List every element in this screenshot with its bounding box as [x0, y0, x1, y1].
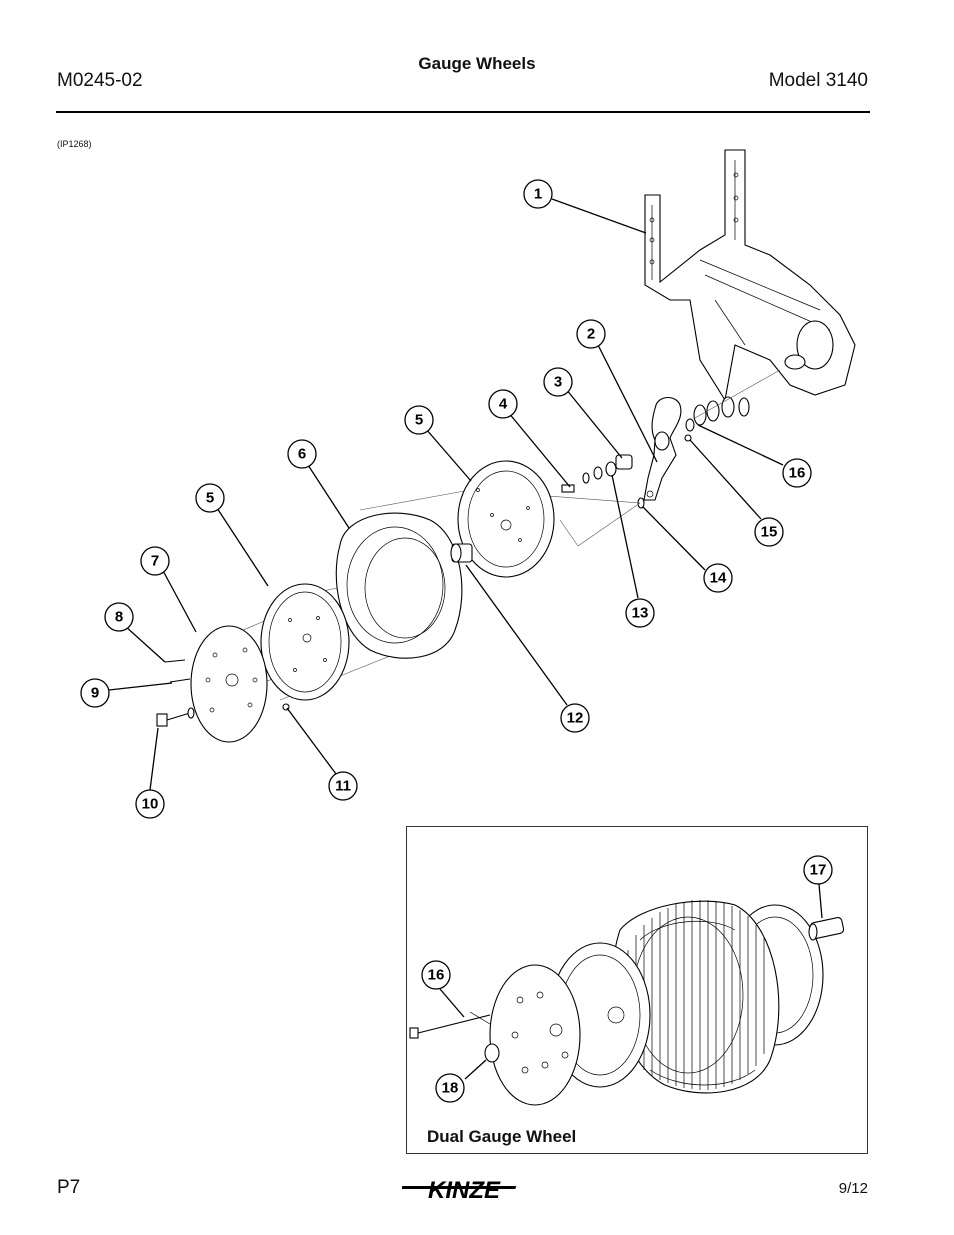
dual-gauge-wheel-inset: [406, 826, 868, 1154]
svg-text:KINZE: KINZE: [428, 1177, 501, 1204]
svg-text:4: 4: [499, 396, 508, 413]
callout-3: 3: [543, 367, 573, 397]
callout-13: 13: [625, 598, 655, 628]
svg-text:10: 10: [142, 796, 159, 813]
outer-wheel-half-part: [457, 460, 555, 578]
document-id: M0245-02: [57, 70, 143, 91]
callout-4: 4: [488, 389, 518, 419]
inner-wheel-half-part: [260, 583, 350, 701]
svg-text:6: 6: [298, 446, 306, 463]
callout-5-outer: 5: [404, 405, 434, 435]
svg-text:2: 2: [587, 326, 595, 343]
gauge-wheel-arm-part: [643, 396, 682, 501]
model-number: Model 3140: [768, 70, 868, 91]
kinze-logo: KINZE: [402, 1177, 517, 1204]
svg-text:18: 18: [442, 1080, 459, 1097]
callout-12: 12: [560, 703, 590, 733]
svg-text:9: 9: [91, 685, 99, 702]
svg-text:8: 8: [115, 609, 123, 626]
page-number: P7: [57, 1177, 81, 1198]
inset-callout-18: 18: [435, 1073, 465, 1103]
svg-text:17: 17: [810, 862, 827, 879]
page-title: Gauge Wheels: [418, 54, 536, 73]
tire-part: [335, 512, 463, 659]
svg-text:11: 11: [335, 778, 351, 795]
svg-text:14: 14: [710, 570, 727, 587]
callout-8: 8: [104, 602, 134, 632]
callout-6: 6: [287, 439, 317, 469]
svg-text:16: 16: [789, 465, 806, 482]
callout-15: 15: [754, 517, 784, 547]
dual-wheel-drawing: [409, 900, 845, 1106]
revision-date: 9/12: [838, 1180, 868, 1197]
header-rule: [56, 111, 870, 113]
callout-7: 7: [140, 546, 170, 576]
svg-text:5: 5: [206, 490, 214, 507]
svg-text:3: 3: [554, 374, 562, 391]
callout-14: 14: [703, 563, 733, 593]
callout-16: 16: [782, 458, 812, 488]
svg-text:15: 15: [761, 524, 778, 541]
svg-text:5: 5: [415, 412, 423, 429]
bolts-part: [156, 659, 290, 727]
callout-11: 11: [328, 771, 358, 801]
hardware-parts: [561, 454, 645, 509]
inset-leader-lines: [439, 883, 823, 1080]
svg-text:12: 12: [567, 710, 584, 727]
bearing-spacer-part: [450, 543, 473, 563]
inset-callout-17: 17: [803, 855, 833, 885]
inset-caption: Dual Gauge Wheel: [427, 1127, 577, 1146]
callout-10: 10: [135, 789, 165, 819]
hub-disc-part: [190, 625, 268, 743]
callout-5-inner: 5: [195, 483, 225, 513]
callout-2: 2: [576, 319, 606, 349]
svg-text:7: 7: [151, 553, 159, 570]
inset-callout-16: 16: [421, 960, 451, 990]
svg-text:13: 13: [632, 605, 649, 622]
callout-9: 9: [80, 678, 110, 708]
callout-1: 1: [523, 179, 553, 209]
arm-bracket-part: [644, 149, 856, 402]
svg-text:1: 1: [534, 186, 542, 203]
leader-lines: [108, 198, 784, 791]
figure-reference: (IP1268): [57, 139, 92, 149]
svg-text:16: 16: [428, 967, 445, 984]
